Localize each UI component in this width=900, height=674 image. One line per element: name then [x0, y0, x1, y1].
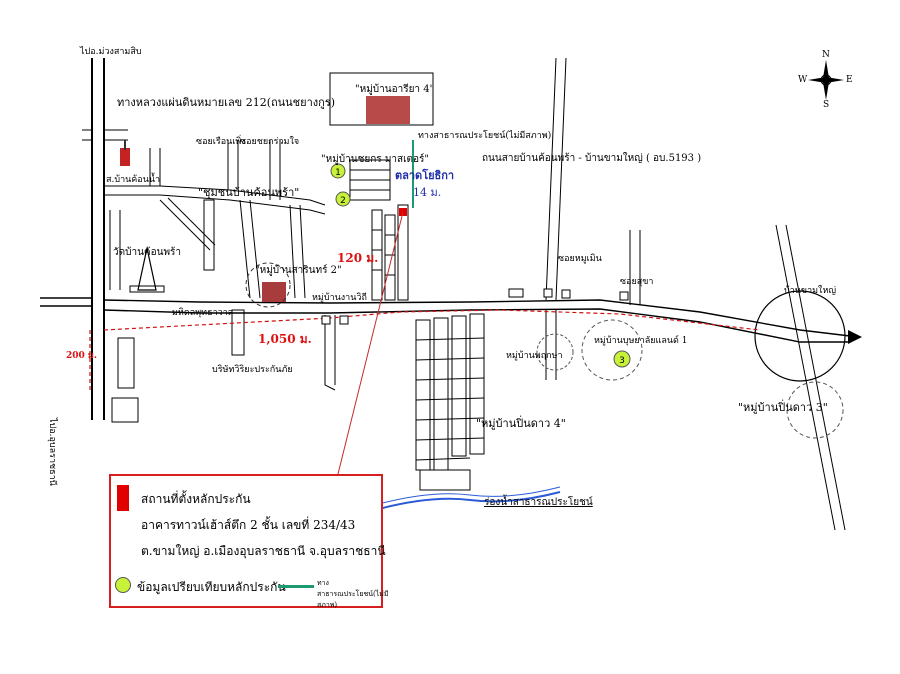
police-icon — [120, 140, 130, 166]
road-arrow-east — [848, 330, 862, 344]
legend-line-2: อาคารทาวน์เฮ้าส์ตึก 2 ชั้น เลขที่ 234/43 — [141, 518, 356, 532]
legend-line-1: สถานที่ตั้งหลักประกัน — [141, 492, 251, 506]
canal-line — [374, 491, 561, 511]
comparison-marker-1 — [330, 163, 346, 179]
marker-3-label: 3 — [619, 356, 625, 366]
village-photo-sarin — [262, 282, 286, 302]
label-mi-ngan: หมู่บ้านงานวิถี — [312, 293, 367, 303]
traffic-lights — [321, 288, 629, 325]
canal-line-2 — [374, 486, 561, 506]
label-temple: วัดบ้านค้อนพร้า — [113, 247, 182, 258]
label-dist-1050: 1,050 ม. — [258, 332, 312, 346]
compass-s: S — [823, 100, 830, 110]
comparison-marker-3 — [613, 350, 631, 368]
village-circle-bussaya — [581, 319, 643, 381]
label-dist-120: 120 ม. — [337, 251, 379, 265]
village-ariya-box — [329, 72, 434, 126]
label-company: บริษัทวิริยะประกันภัย — [212, 365, 293, 375]
label-market: ตลาดโยธิกา — [395, 169, 455, 182]
label-village-pinkdao4: "หมู่บ้านปิ่นดาว 4" — [476, 417, 566, 430]
legend-line-3: ต.ขามใหญ่ อ.เมืองอุบลราชธานี จ.อุบลราชธา… — [141, 544, 386, 558]
compass-rose: N S W E — [798, 50, 854, 110]
village-photo-ariya — [366, 96, 410, 124]
village-circle-pinkdao3 — [786, 381, 844, 439]
shop-block — [117, 337, 135, 389]
label-village-ariya4: "หมู่บ้านอารียา 4" — [355, 84, 435, 95]
label-dist-14: 14 ม. — [413, 186, 442, 199]
legend-subject-swatch — [117, 485, 129, 511]
compass-n: N — [822, 50, 830, 60]
legend-line-5: ทางสาธารณประโยชน์(ไม่มีสภาพ) — [317, 579, 389, 609]
main-road-5193 — [40, 297, 851, 343]
comparison-marker-2 — [335, 191, 351, 207]
village-circle-sarin — [245, 262, 291, 308]
pointer-line — [337, 211, 404, 475]
label-to-south: ไปอ.อุบลราชธานี — [47, 418, 57, 486]
village-chayakorn-blocks — [349, 159, 409, 301]
label-village-sarin2: "หมู่บ้านสารินทร์ 2" — [255, 265, 342, 276]
label-police: ส.บ้านค้อนน้ำ — [106, 175, 161, 185]
marker-1-label: 1 — [335, 168, 341, 178]
label-village-pinkdao3: "หมู่บ้านปิ่นดาว 3" — [738, 401, 828, 414]
marker-2-label: 2 — [340, 196, 346, 206]
compass-w: W — [798, 75, 808, 85]
label-village-pruksa: หมู่บ้านพฤกษา — [506, 351, 563, 361]
side-roads-east — [545, 57, 846, 531]
label-village-bussaya: หมู่บ้านบุษยาลัยแลนด์ 1 — [594, 336, 688, 346]
compass-e: E — [846, 75, 853, 85]
label-public-way-top: ทางสาธารณประโยชน์(ไม่มีสภาพ) — [418, 131, 552, 141]
label-kham-yai: บ้านขามใหญ่ — [784, 286, 837, 296]
label-dist-200: 200 ม. — [66, 351, 97, 361]
village-circle-pruksa — [536, 333, 574, 371]
roundabout-circle — [754, 290, 846, 382]
hotel-block — [111, 397, 139, 423]
legend-box: สถานที่ตั้งหลักประกัน อาคารทาวน์เฮ้าส์ตึ… — [109, 474, 389, 609]
label-to-north: ไปอ.ม่วงสามสิบ — [80, 47, 142, 57]
village-pinkdao4-blocks — [415, 313, 485, 491]
label-highway-212: ทางหลวงแผ่นดินหมายเลข 212(ถนนชยางกูร) — [117, 96, 336, 109]
label-soi-moon: ซอยหมูเมิน — [558, 254, 602, 264]
legend-public-way-swatch — [278, 585, 314, 588]
label-community: "ชุมชนบ้านค้อนพร้า" — [198, 186, 300, 199]
label-village-chayakorn: "หมู่บ้านชยกร มาสเตอร์" — [321, 154, 430, 165]
label-soi-right: ซอยสุขา — [620, 277, 654, 287]
label-canal: ร่องน้ำสาธารณประโยชน์ — [484, 497, 593, 508]
legend-compare-marker — [115, 577, 131, 593]
route-dashed-line — [103, 309, 761, 331]
label-road-name: ถนนสายบ้านค้อนพร้า - บ้านขามใหญ่ ( อบ.51… — [482, 153, 702, 164]
label-school: มหิดลพุทธาวาส — [172, 308, 234, 318]
community-streets — [82, 129, 336, 391]
temple-icon — [129, 247, 165, 293]
label-soi-2: ซอยชยกร่วมใจ — [240, 137, 300, 147]
label-soi-1: ซอยเรือนเพิ่ง — [196, 137, 246, 147]
highway-212 — [91, 58, 105, 420]
legend-line-4: ข้อมูลเปรียบเทียบหลักประกัน — [137, 580, 286, 594]
